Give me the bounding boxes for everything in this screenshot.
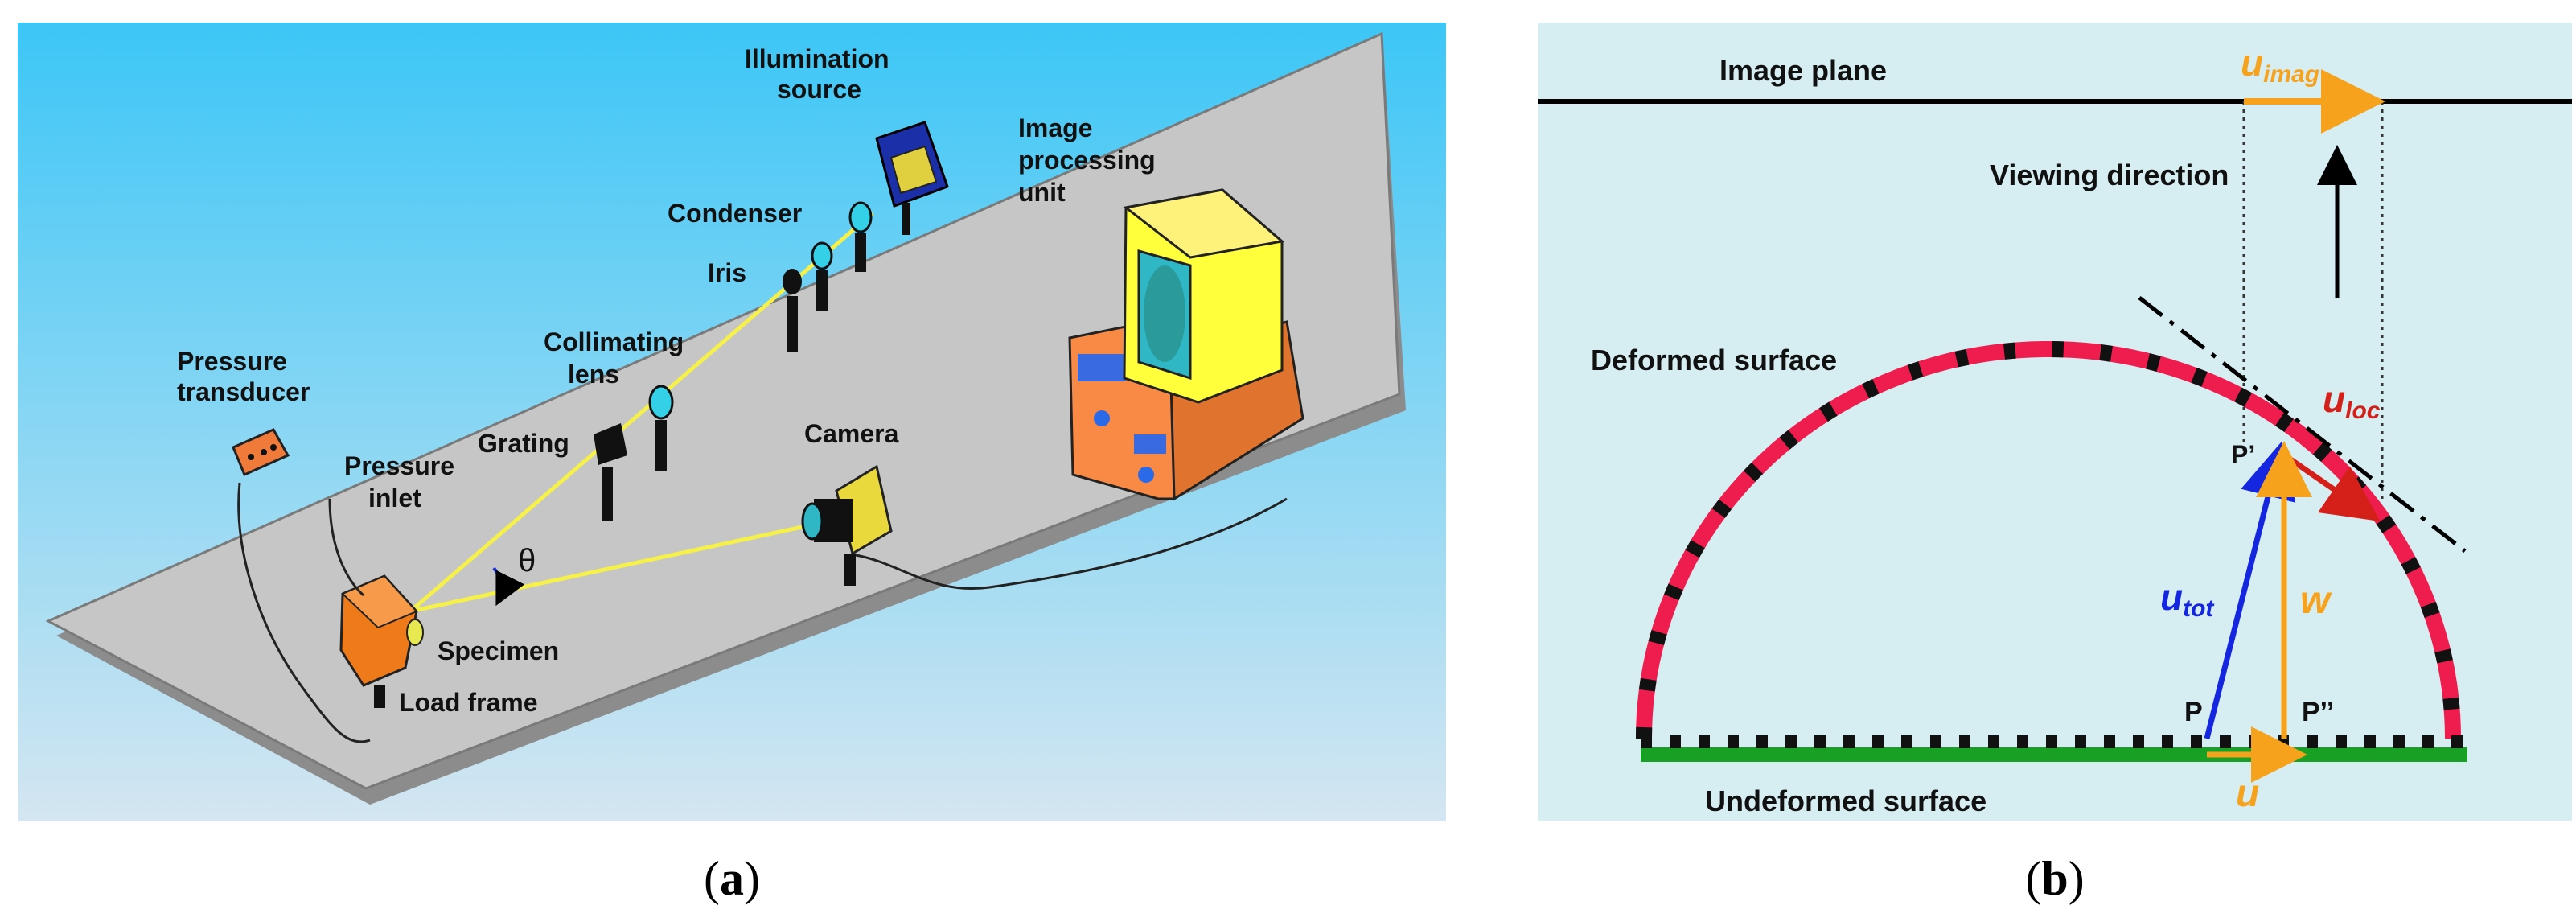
label-u-imag: uimag — [2241, 42, 2319, 88]
label-camera: Camera — [804, 419, 899, 448]
caption-a-close: ) — [744, 852, 760, 905]
label-pressure-transducer-2: transducer — [177, 377, 310, 406]
label-illumination-2: source — [777, 75, 861, 104]
label-u-tot-main: u — [2160, 576, 2183, 618]
cables — [237, 482, 1288, 743]
label-pressure-inlet-1: Pressure — [344, 451, 454, 480]
label-u-loc-main: u — [2323, 378, 2345, 420]
caption-a-letter: a — [720, 852, 744, 905]
caption-b-letter: b — [2041, 852, 2068, 905]
label-pressure-transducer-1: Pressure — [177, 347, 287, 376]
label-viewing-direction: Viewing direction — [1990, 158, 2229, 191]
caption-a: (a) — [704, 852, 760, 905]
image-processing-unit-icon — [1068, 188, 1304, 501]
label-p: P — [2184, 697, 2203, 727]
iris-icon — [783, 241, 833, 352]
label-image-proc-2: processing — [1018, 146, 1156, 175]
label-u-imag-main: u — [2241, 42, 2263, 84]
panel-a: Illumination source Image processing uni… — [18, 23, 1446, 905]
label-u-tot: utot — [2160, 576, 2215, 622]
label-u: u — [2236, 772, 2259, 815]
label-image-proc-3: unit — [1018, 178, 1066, 207]
tangent-line — [2138, 296, 2467, 553]
label-specimen: Specimen — [438, 636, 559, 665]
grating-icon — [594, 423, 627, 521]
caption-a-open: ( — [704, 852, 720, 905]
caption-b-close: ) — [2069, 852, 2085, 905]
caption-b-open: ( — [2025, 852, 2041, 905]
label-p-double-prime: P’’ — [2302, 697, 2334, 727]
label-iris: Iris — [708, 258, 746, 287]
collimating-lens-icon — [648, 385, 674, 471]
label-w: w — [2300, 579, 2332, 622]
camera-icon — [801, 464, 893, 586]
label-u-tot-sub: tot — [2183, 595, 2215, 622]
label-u-loc-sub: loc — [2345, 397, 2381, 424]
label-p-prime: P’ — [2231, 440, 2255, 469]
u-tot-arrow — [2204, 441, 2296, 739]
label-image-proc-1: Image — [1018, 113, 1092, 142]
deformed-surface-markers — [1636, 341, 2461, 739]
caption-b: (b) — [2025, 852, 2084, 905]
label-pressure-inlet-2: inlet — [368, 484, 421, 512]
label-deformed-surface: Deformed surface — [1591, 344, 1837, 377]
label-condenser: Condenser — [668, 199, 802, 228]
panel-b-background — [1538, 23, 2572, 821]
condenser-lens-icon — [848, 201, 873, 272]
label-illumination-1: Illumination — [745, 44, 889, 73]
label-theta: θ — [518, 543, 536, 578]
label-grating: Grating — [478, 429, 569, 458]
label-load-frame: Load frame — [399, 688, 537, 717]
illumination-source-icon — [875, 121, 949, 235]
label-u-imag-sub: imag — [2263, 61, 2319, 88]
label-u-loc: uloc — [2323, 378, 2381, 424]
label-image-plane: Image plane — [1719, 54, 1887, 87]
panel-b: Image plane uimag Viewing direction Defo… — [1538, 23, 2572, 905]
label-collimating-1: Collimating — [544, 327, 684, 356]
specimen-load-frame-icon — [339, 574, 424, 708]
theta-arc — [492, 566, 525, 607]
label-undeformed-surface: Undeformed surface — [1705, 784, 1986, 817]
pressure-transducer-icon — [232, 428, 290, 476]
label-collimating-2: lens — [568, 360, 619, 389]
